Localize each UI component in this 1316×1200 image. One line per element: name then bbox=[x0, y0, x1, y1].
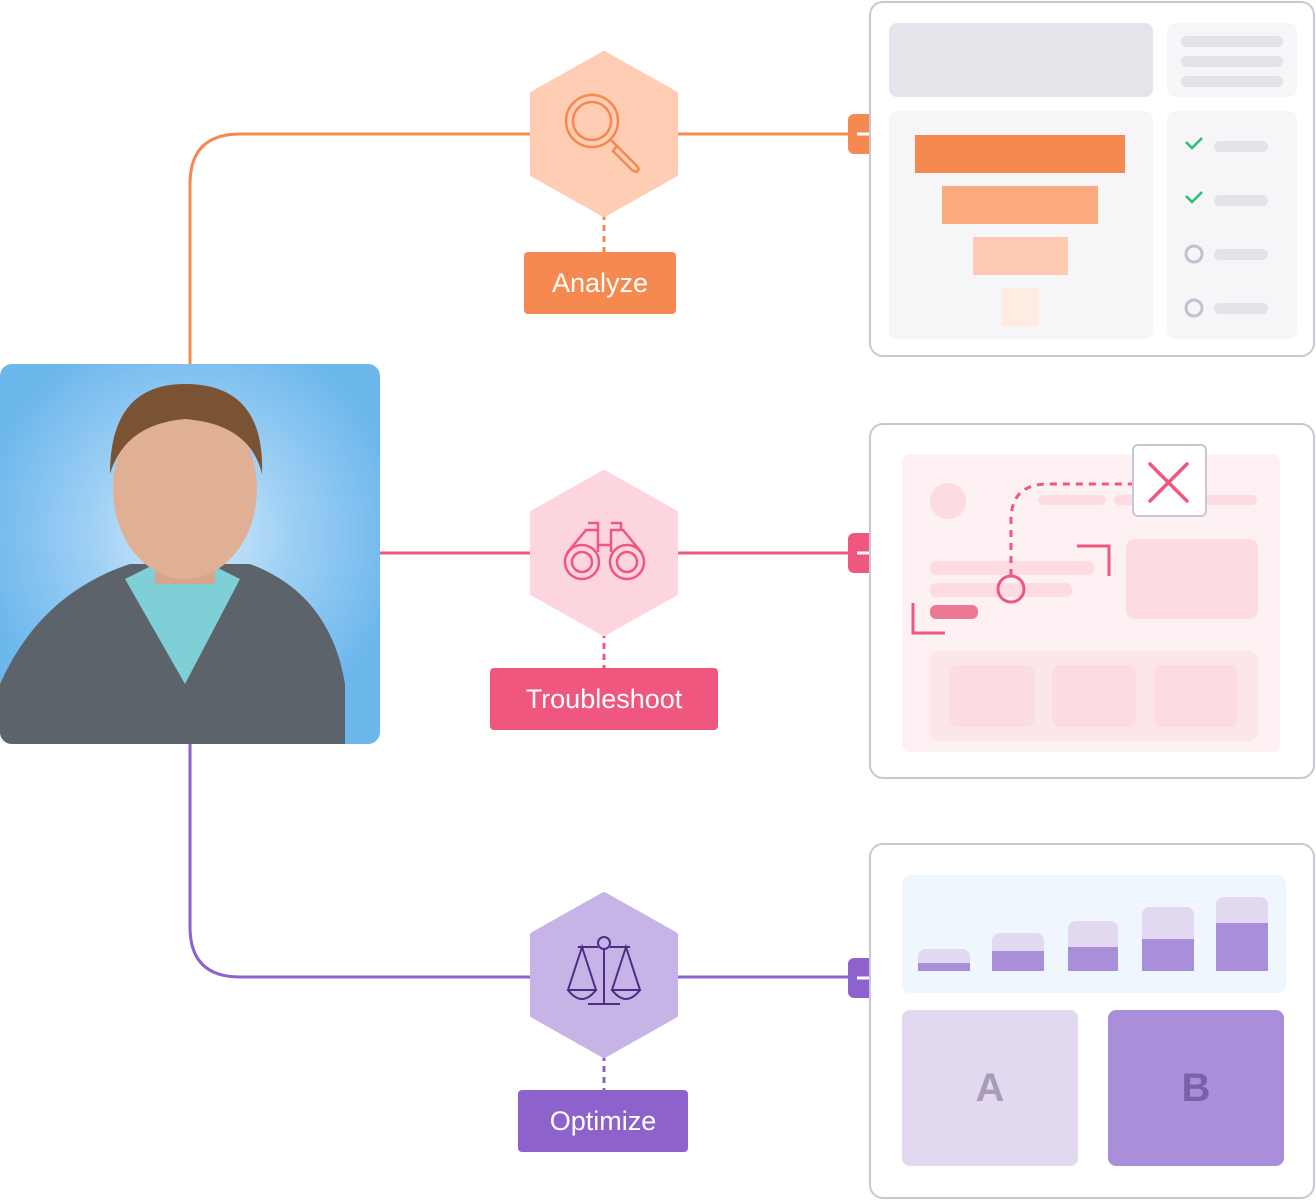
bar-chart bbox=[902, 875, 1286, 993]
error-close-icon bbox=[1132, 444, 1207, 517]
optimize-preview-panel: A B bbox=[869, 843, 1315, 1199]
variant-b: B bbox=[1108, 1010, 1284, 1166]
troubleshoot-preview-panel bbox=[869, 423, 1315, 779]
step-label-analyze: Analyze bbox=[524, 252, 676, 314]
hexagon-troubleshoot bbox=[530, 470, 678, 636]
step-label-troubleshoot: Troubleshoot bbox=[490, 668, 718, 730]
step-label-optimize: Optimize bbox=[518, 1090, 688, 1152]
balance-scale-icon bbox=[566, 936, 642, 1005]
connector-optimize bbox=[188, 744, 850, 979]
hexagon-analyze bbox=[530, 51, 678, 217]
magnifier-icon bbox=[564, 93, 640, 174]
funnel-chart bbox=[889, 111, 1153, 339]
connector-analyze bbox=[188, 132, 850, 364]
user-photo bbox=[0, 364, 380, 744]
analyze-preview-panel bbox=[869, 1, 1315, 357]
variant-a: A bbox=[902, 1010, 1078, 1166]
checklist bbox=[1167, 111, 1297, 339]
binoculars-icon bbox=[563, 521, 646, 581]
